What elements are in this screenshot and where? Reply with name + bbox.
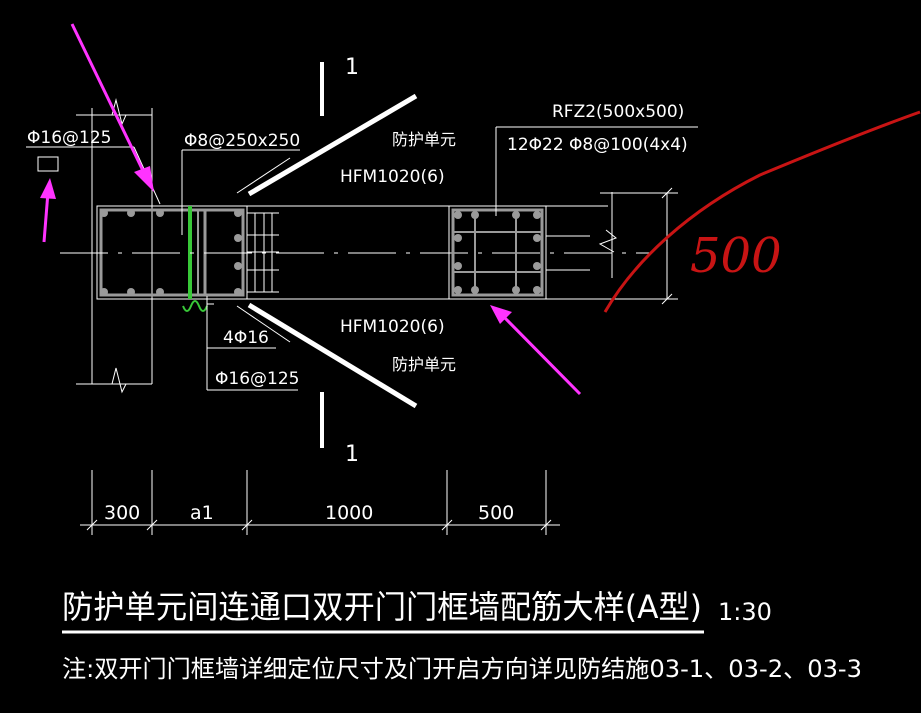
label-edge-bars: 4Φ16 bbox=[223, 328, 269, 348]
dimension-line bbox=[80, 470, 560, 535]
right-wall-stub bbox=[546, 187, 678, 305]
door-leaf-top bbox=[236, 93, 418, 197]
dimension-a1: a1 bbox=[190, 502, 214, 524]
label-door-top: HFM1020(6) bbox=[340, 167, 445, 187]
magenta-arrow-column bbox=[490, 305, 582, 396]
dimension-300: 300 bbox=[104, 502, 140, 524]
label-column-name: RFZ2(500x500) bbox=[552, 102, 684, 122]
door-frame-wall bbox=[96, 205, 248, 312]
drawing-scale: 1:30 bbox=[718, 598, 772, 626]
section-mark-bottom: 1 bbox=[320, 392, 359, 467]
svg-text:1: 1 bbox=[345, 442, 359, 467]
label-door-bottom: HFM1020(6) bbox=[340, 317, 445, 337]
bar-symbol bbox=[37, 156, 59, 172]
label-unit-top: 防护单元 bbox=[392, 130, 456, 149]
dimension-1000: 1000 bbox=[325, 502, 373, 524]
label-edge-stirrup: Φ16@125 bbox=[215, 369, 299, 389]
magenta-arrow-top bbox=[70, 23, 154, 192]
handwritten-500: 500 bbox=[690, 228, 782, 284]
column-rfz2 bbox=[448, 205, 547, 300]
dimension-500: 500 bbox=[478, 502, 514, 524]
section-mark-top: 1 bbox=[320, 55, 359, 116]
magenta-arrow-left bbox=[40, 178, 56, 243]
label-tie-bar: Φ8@250x250 bbox=[184, 131, 300, 151]
label-unit-bottom: 防护单元 bbox=[392, 355, 456, 374]
red-handwritten-curve bbox=[603, 110, 921, 313]
door-leaf-bottom bbox=[236, 302, 418, 409]
svg-text:1: 1 bbox=[345, 55, 359, 80]
drawing-note: 注:双开门门框墙详细定位尺寸及门开启方向详见防结施03-1、03-2、03-3 bbox=[62, 655, 862, 683]
drawing-title: 防护单元间连通口双开门门框墙配筋大样(A型) bbox=[62, 588, 702, 626]
label-column-bars: 12Φ22 Φ8@100(4x4) bbox=[507, 135, 688, 155]
label-wall-bar: Φ16@125 bbox=[27, 128, 111, 148]
opening-outline bbox=[60, 205, 650, 300]
